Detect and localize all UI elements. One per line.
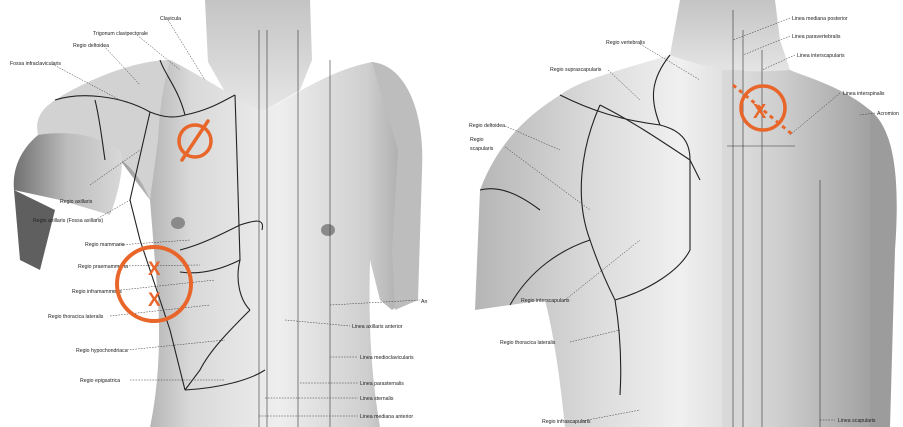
label-axillaris: Regio axillaris	[60, 199, 93, 205]
label-suprascapularis: Regio suprascapularis	[550, 67, 602, 73]
label-epigastrica: Regio epigastrica	[80, 378, 120, 384]
label-an: An	[421, 299, 427, 305]
label-deltoidea-ant: Regio deltoidea	[73, 43, 109, 49]
label-infrascapularis: Regio infrascapularis	[542, 419, 591, 425]
label-parasternalis: Linea parasternalis	[360, 381, 404, 387]
marker-cross-post: X	[753, 101, 767, 123]
marker-cross-1: X	[148, 259, 161, 280]
anterior-torso	[118, 60, 410, 427]
marker-cross-2: X	[148, 290, 161, 311]
label-vertebralis: Regio vertebralis	[606, 40, 645, 46]
label-axillaris-fossa: Regio axillaris (Fossa axillaris)	[33, 218, 103, 224]
label-interscapularis: Regio interscapularis	[521, 298, 570, 304]
label-thoracica-lat-ant: Regio thoracica lateralis	[48, 314, 104, 320]
label-interspinalis: Linea interspinalis	[843, 91, 885, 97]
anterior-view: Clavicula Trigonum clavipectorale Regio …	[0, 0, 440, 427]
label-trigonum: Trigonum clavipectorale	[93, 31, 148, 37]
label-medioclav: Linea medioclavicularis	[360, 355, 414, 361]
label-axillaris-ant: Linea axillaris anterior	[352, 324, 403, 330]
label-scapularis-2: scapularis	[470, 146, 494, 152]
label-hypochondriaca: Regio hypochondriaca	[76, 348, 128, 354]
label-thoracica-lat-post: Regio thoracica lateralis	[500, 340, 556, 346]
label-deltoidea-post: Regio deltoidea	[469, 123, 505, 129]
label-scapularis-1: Regio	[470, 137, 484, 143]
label-mediana-ant: Linea mediana anterior	[360, 414, 413, 420]
posterior-view: Regio vertebralis Regio suprascapularis …	[460, 0, 903, 427]
label-fossa-infraclav: Fossa infraclavicularis	[10, 61, 61, 67]
label-sternalis: Linea sternalis	[360, 396, 394, 402]
label-interscapularis-line: Linea interscapularis	[797, 53, 845, 59]
label-scapularis-line: Linea scapularis	[838, 418, 876, 424]
label-acromion: Acromion	[877, 111, 899, 117]
label-paravertebralis: Linea paravertebralis	[792, 34, 841, 40]
label-mammaria: Regio mammaria	[85, 242, 125, 248]
label-clavicula: Clavicula	[160, 16, 181, 22]
label-inframammaria: Regio inframammaria	[72, 289, 122, 295]
label-mediana-post: Linea mediana posterior	[792, 16, 848, 22]
